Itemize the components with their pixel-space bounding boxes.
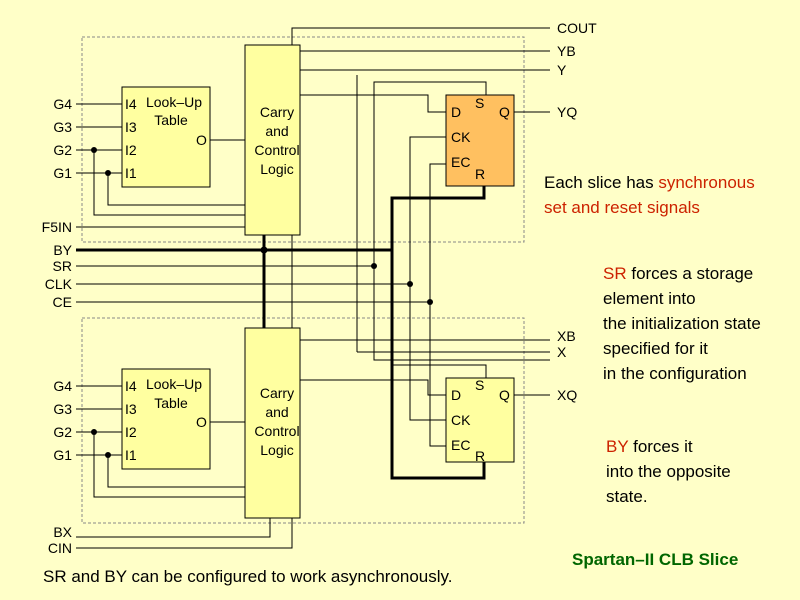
top-lut-block (121, 86, 211, 188)
input-g1-top: G1 (53, 165, 72, 181)
input-g3-bottom: G3 (53, 401, 72, 417)
input-sr: SR (53, 258, 72, 274)
top-ff-pin-r: R (475, 166, 485, 182)
bottom-ff-pin-ck: CK (451, 412, 471, 428)
top-lut-title-1: Look–Up (146, 94, 202, 110)
sync-note-line-2: set and reset signals (544, 198, 700, 217)
bottom-lut-pin-i3: I3 (125, 401, 137, 417)
sr-note: SR forces a storage element into the ini… (603, 261, 761, 386)
input-clk: CLK (45, 276, 73, 292)
input-cin: CIN (48, 540, 72, 556)
input-g2-bottom: G2 (53, 424, 72, 440)
top-ff-pin-ec: EC (451, 154, 470, 170)
bottom-ff-pin-d: D (451, 387, 461, 403)
bottom-ff-pin-r: R (475, 448, 485, 464)
sr-note-line-4: specified for it (603, 339, 708, 358)
bottom-ff-pin-s: S (475, 377, 484, 393)
bottom-ff-pin-q: Q (499, 387, 510, 403)
input-g2-top: G2 (53, 142, 72, 158)
top-lut-pin-o: O (196, 132, 207, 148)
output-xb: XB (557, 328, 576, 344)
bottom-carry-label-3: Control (254, 423, 299, 439)
top-ff-pin-s: S (475, 95, 484, 111)
top-lut-pin-i4: I4 (125, 96, 137, 112)
bottom-lut-title-2: Table (154, 395, 188, 411)
top-carry-label-2: and (265, 123, 288, 139)
bottom-lut-pin-i4: I4 (125, 378, 137, 394)
input-g4-bottom: G4 (53, 378, 72, 394)
top-slice-outline (81, 36, 525, 243)
signal-wires (76, 27, 550, 549)
top-ff-block (445, 94, 515, 187)
bottom-lut-pin-o: O (196, 414, 207, 430)
output-yq: YQ (557, 104, 577, 120)
input-g3-top: G3 (53, 119, 72, 135)
input-g4-top: G4 (53, 96, 72, 112)
output-yb: YB (557, 43, 576, 59)
top-carry-label-3: Control (254, 142, 299, 158)
output-cout: COUT (557, 20, 597, 36)
sr-note-line-5: in the configuration (603, 364, 747, 383)
top-lut-title-2: Table (154, 112, 188, 128)
diagram-caption: Spartan–II CLB Slice (572, 550, 739, 569)
bottom-lut-pin-i2: I2 (125, 424, 137, 440)
top-ff-pin-d: D (451, 104, 461, 120)
top-carry-label-1: Carry (260, 104, 294, 120)
by-note-line-1: BY forces it (606, 437, 693, 456)
bottom-carry-block (244, 327, 301, 519)
input-f5in: F5IN (42, 219, 72, 235)
sr-note-line-2: element into (603, 289, 696, 308)
top-carry-block (244, 44, 301, 236)
by-note: BY forces it into the opposite state. (606, 434, 731, 509)
sr-note-line-3: the initialization state (603, 314, 761, 333)
input-ce: CE (53, 294, 72, 310)
sr-note-line-1: SR forces a storage (603, 264, 754, 283)
output-y: Y (557, 62, 567, 78)
bottom-lut-block (121, 368, 211, 470)
junction-dots (91, 147, 433, 458)
bottom-lut-pin-i1: I1 (125, 447, 137, 463)
output-x: X (557, 344, 567, 360)
top-ff-pin-q: Q (499, 104, 510, 120)
by-note-line-3: state. (606, 487, 648, 506)
sync-note: Each slice has synchronous set and reset… (544, 170, 755, 220)
bottom-lut-title-1: Look–Up (146, 376, 202, 392)
bottom-carry-label-1: Carry (260, 385, 294, 401)
top-lut-pin-i1: I1 (125, 165, 137, 181)
bottom-ff-pin-ec: EC (451, 437, 470, 453)
top-lut-pin-i3: I3 (125, 119, 137, 135)
top-carry-label-4: Logic (260, 161, 293, 177)
input-bx: BX (53, 524, 72, 540)
bottom-carry-label-4: Logic (260, 442, 293, 458)
top-lut-pin-i2: I2 (125, 142, 137, 158)
bottom-ff-block (445, 377, 515, 463)
sync-note-line-1: Each slice has synchronous (544, 173, 755, 192)
input-by: BY (53, 242, 72, 258)
bottom-slice-outline (81, 317, 525, 524)
input-g1-bottom: G1 (53, 447, 72, 463)
bottom-carry-label-2: and (265, 404, 288, 420)
by-note-line-2: into the opposite (606, 462, 731, 481)
async-footnote: SR and BY can be configured to work asyn… (43, 567, 453, 586)
top-ff-pin-ck: CK (451, 129, 471, 145)
output-xq: XQ (557, 387, 577, 403)
